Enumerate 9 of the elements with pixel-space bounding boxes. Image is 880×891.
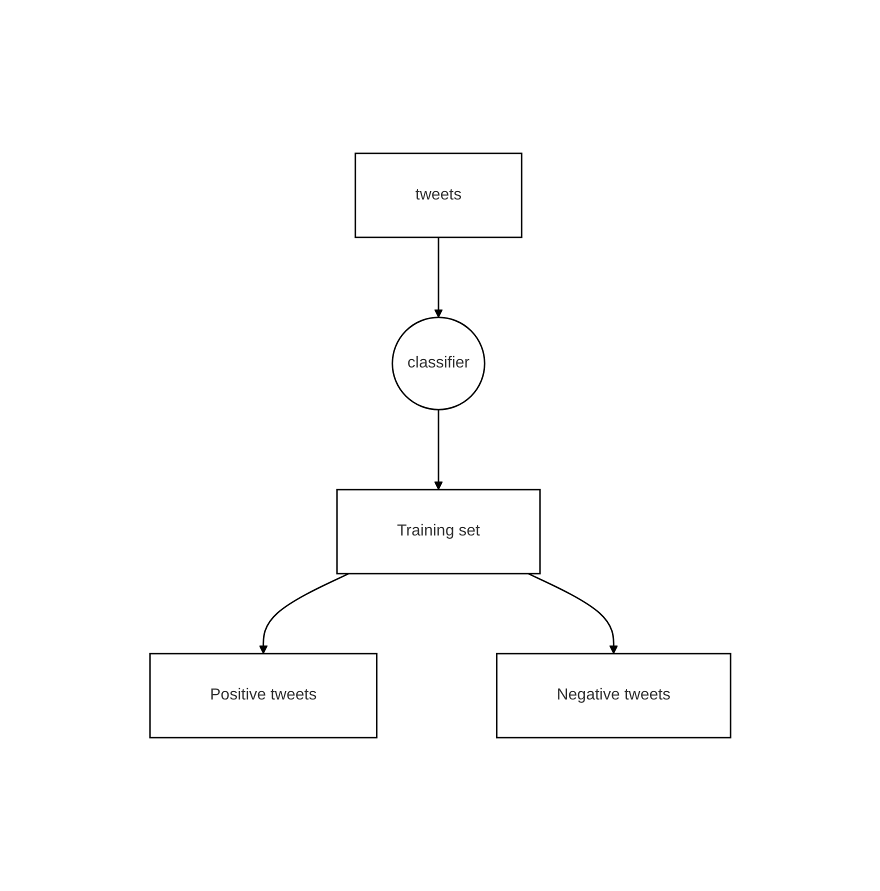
- node-box: tweets: [354, 152, 522, 238]
- node-box: Training set: [336, 488, 540, 574]
- node-box: Positive tweets: [148, 652, 378, 738]
- arrow: [434, 410, 443, 490]
- arrow: [258, 572, 349, 654]
- arrow: [528, 572, 618, 654]
- arrow: [434, 237, 443, 318]
- node-circle: classifier: [391, 316, 486, 410]
- node-box: Negative tweets: [496, 652, 732, 738]
